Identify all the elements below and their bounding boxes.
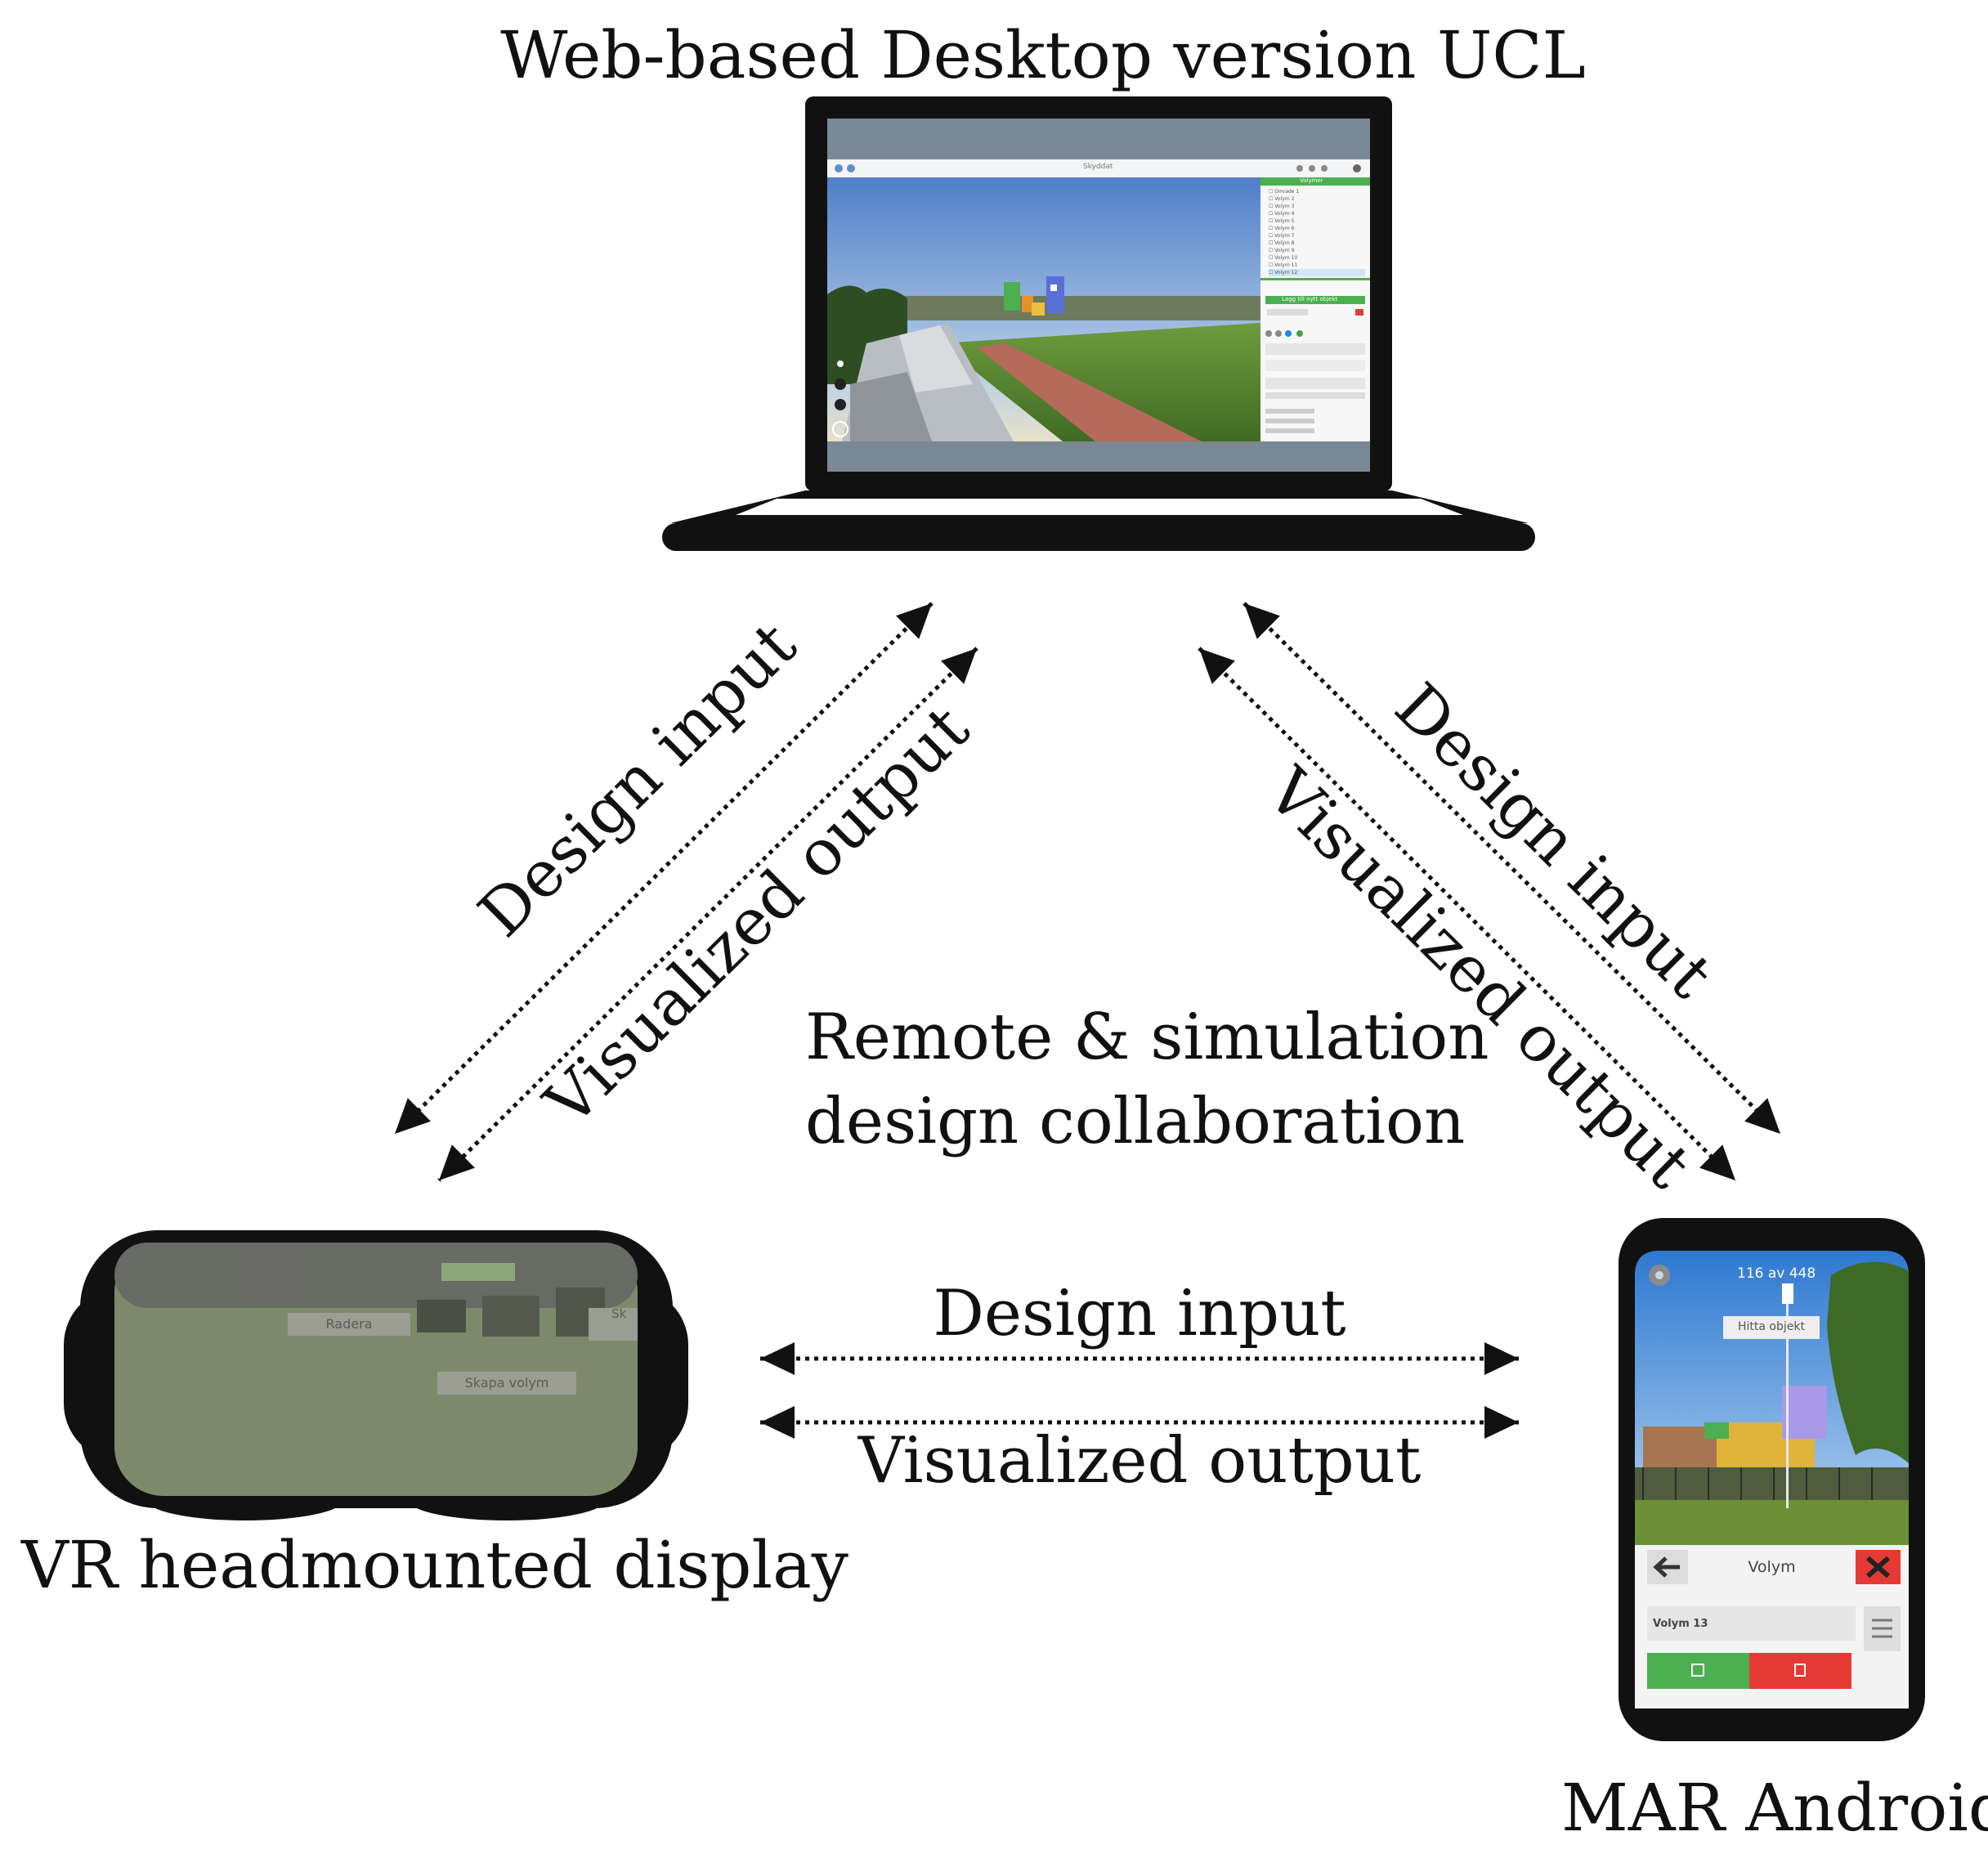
arrowhead: [1484, 1342, 1519, 1375]
phone-delete-button[interactable]: [1749, 1653, 1851, 1689]
vr-radera-label: Radera: [325, 1316, 373, 1332]
arrowhead: [439, 1144, 475, 1180]
laptop-panel-item[interactable]: ☐ Volym 12: [1269, 269, 1365, 276]
vr-skapa-label: Skapa volym: [464, 1375, 549, 1390]
vr-button-skapa[interactable]: [437, 1372, 576, 1395]
volume-green: [1004, 282, 1020, 311]
bottom-design-label: Design input: [933, 1277, 1346, 1350]
arrowhead: [896, 603, 932, 639]
volume-orange: [1022, 296, 1033, 312]
mar-title: MAR Android: [1561, 1770, 1988, 1846]
arrowhead: [760, 1342, 795, 1375]
phone-header-title: Volym: [1748, 1558, 1796, 1576]
vr-headset-device: [64, 1230, 688, 1520]
laptop-panel-item[interactable]: ☐ Volym 6: [1269, 226, 1295, 231]
arrowhead: [1484, 1406, 1519, 1439]
vr-right-label: Sk: [611, 1306, 627, 1321]
laptop-toolbar-title: Skyddat: [1083, 163, 1113, 171]
desktop-title: Web-based Desktop version UCL: [500, 17, 1586, 93]
laptop-side-panel: [1260, 177, 1370, 441]
phone-find-label: Hitta objekt: [1738, 1320, 1805, 1333]
bottom-visual-label: Visualized output: [857, 1424, 1422, 1498]
phone-counter: 116 av 448: [1737, 1265, 1816, 1282]
laptop-panel-item[interactable]: ☐ Volym 3: [1269, 204, 1295, 209]
arrowhead: [395, 1098, 431, 1134]
laptop-panel-item[interactable]: ☐ Volym 4: [1269, 211, 1295, 217]
laptop-panel-item[interactable]: ☐ Omrade 1: [1269, 189, 1300, 195]
laptop-panel-item[interactable]: ☐ Volym 10: [1269, 255, 1298, 261]
arrowhead: [1699, 1144, 1735, 1180]
laptop-panel-item[interactable]: ☐ Volym 11: [1269, 262, 1298, 268]
laptop-toolbar: [827, 159, 1370, 177]
arrow-left-visual: [437, 647, 978, 1182]
phone-device: [1619, 1218, 1925, 1741]
phone-field-value[interactable]: Volym 13: [1653, 1618, 1708, 1630]
vr-button-radera[interactable]: [288, 1313, 410, 1336]
laptop-panel-item[interactable]: ☐ Volym 2: [1269, 196, 1295, 202]
laptop-panel-list: ☐ Omrade 1☐ Volym 2☐ Volym 3☐ Volym 4☐ V…: [1269, 188, 1365, 276]
laptop-panel-header: Volymer: [1300, 177, 1323, 184]
laptop-panel-item[interactable]: ☐ Volym 5: [1269, 218, 1295, 224]
laptop-panel-item[interactable]: ☐ Volym 9: [1269, 248, 1295, 253]
laptop-panel-item[interactable]: ☐ Volym 7: [1269, 233, 1295, 239]
arrows: [393, 602, 1782, 1425]
laptop-scene: [827, 177, 1260, 441]
arrow-right-visual: [1198, 647, 1737, 1182]
arrowhead: [1199, 648, 1235, 684]
vr-title: VR headmounted display: [21, 1527, 848, 1603]
phone-save-button[interactable]: [1647, 1653, 1749, 1689]
center-label-line2: design collaboration: [805, 1085, 1466, 1158]
center-label-line1: Remote & simulation: [805, 1001, 1489, 1074]
phone-find-button[interactable]: [1723, 1316, 1820, 1339]
laptop-device: [662, 96, 1535, 551]
volume-yellow: [1032, 302, 1045, 316]
laptop-panel-button[interactable]: Lagg till nytt objekt: [1282, 296, 1338, 302]
laptop-panel-item[interactable]: ☐ Volym 8: [1269, 240, 1295, 246]
arrowhead: [1244, 603, 1280, 639]
arrowhead: [941, 648, 977, 684]
arrowhead: [760, 1406, 795, 1439]
arrowhead: [1744, 1098, 1780, 1134]
